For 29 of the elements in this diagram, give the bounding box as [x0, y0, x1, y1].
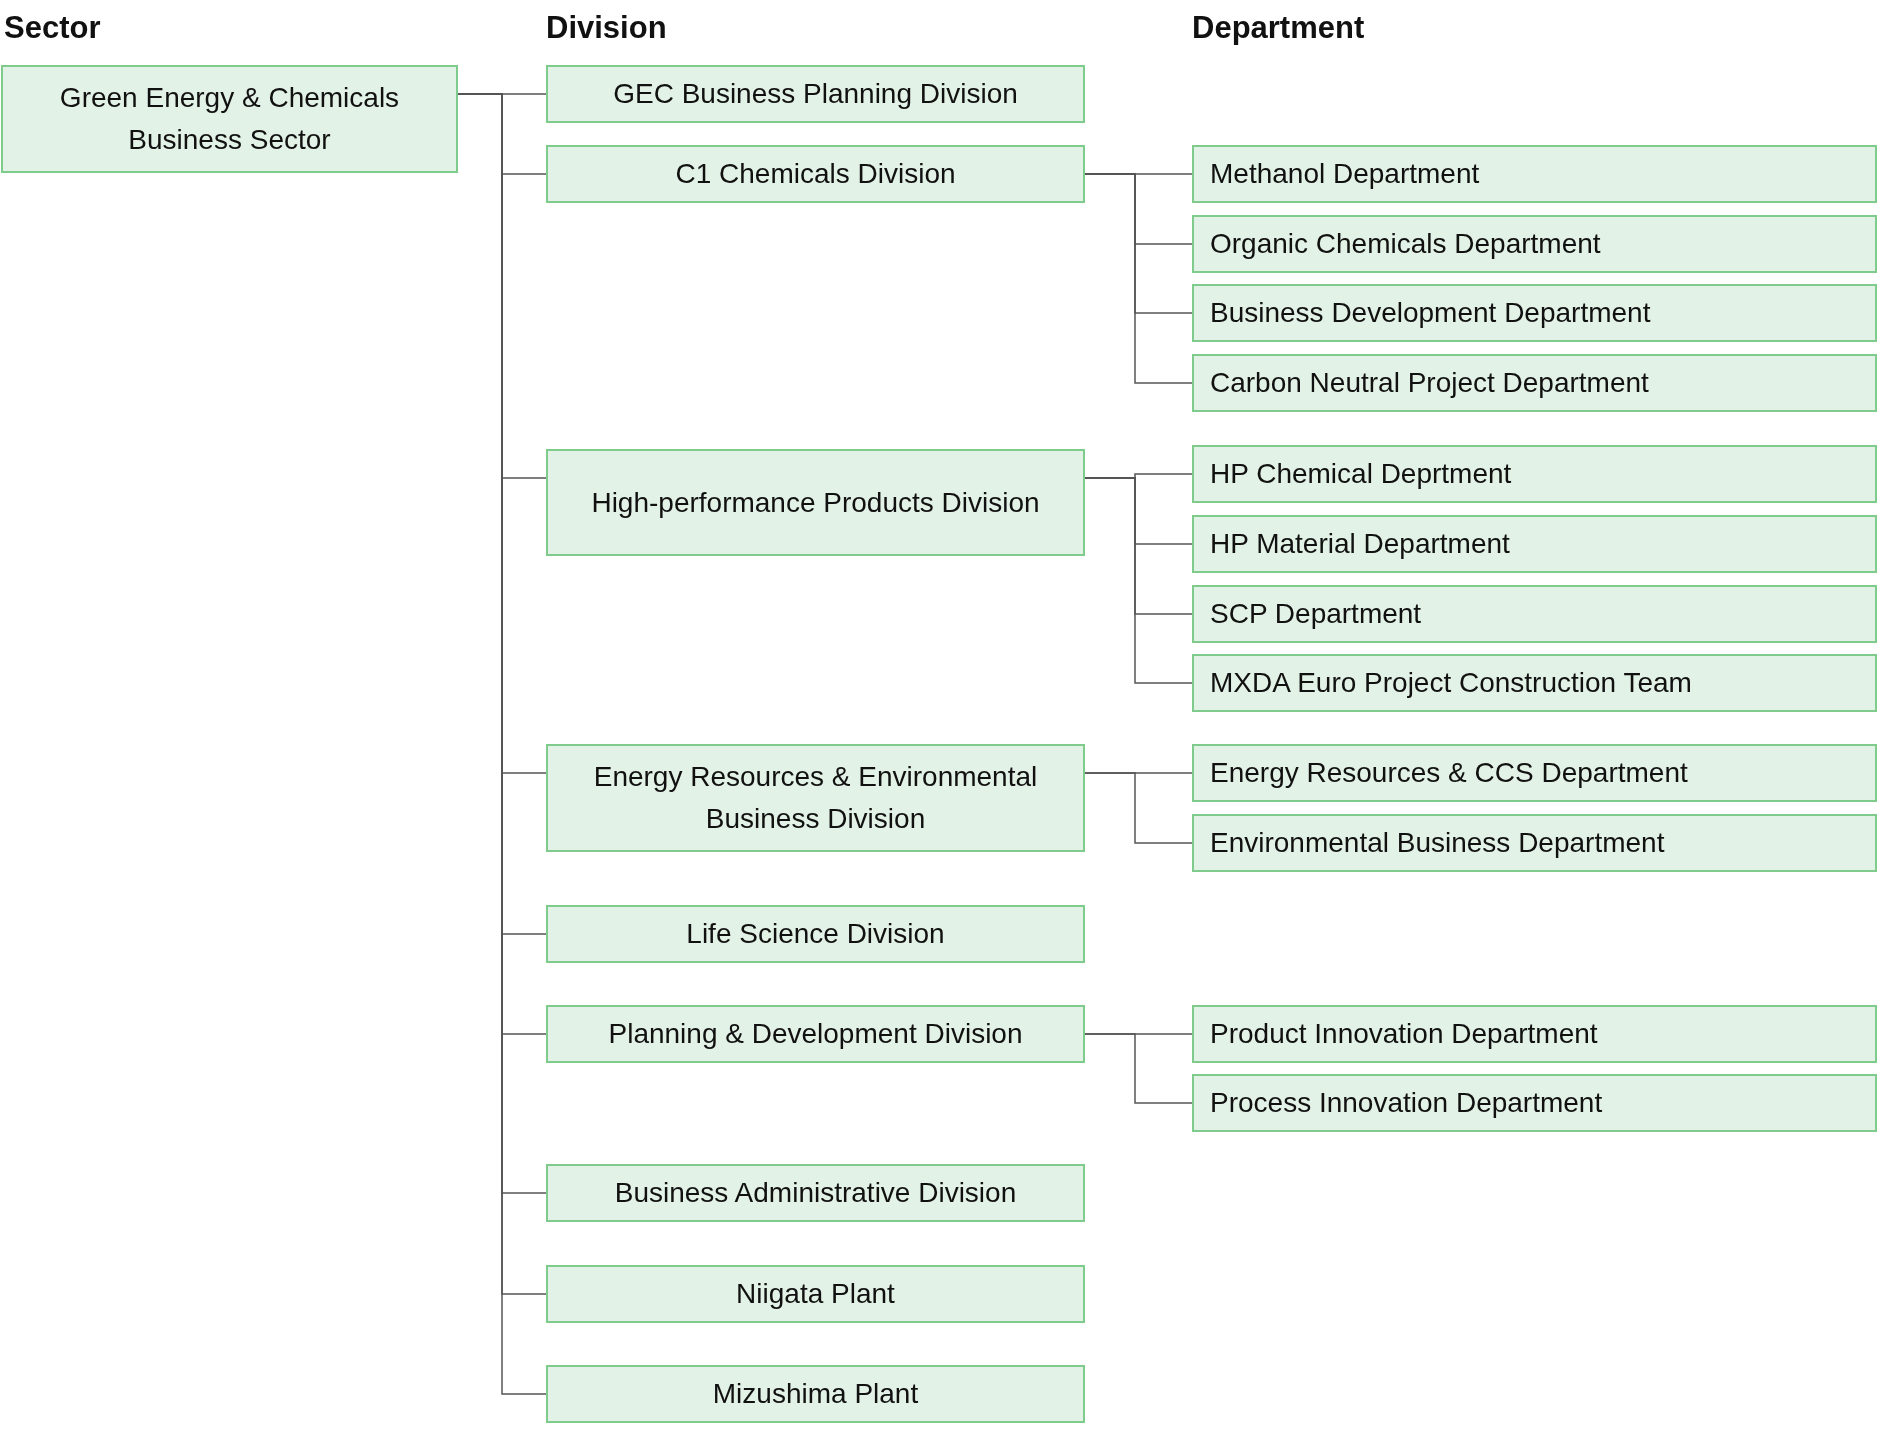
org-unit-box: Product Innovation Department: [1192, 1005, 1877, 1063]
org-unit-box: Organic Chemicals Department: [1192, 215, 1877, 273]
org-unit-box: GEC Business Planning Division: [546, 65, 1085, 123]
connector-line: [1084, 1033, 1193, 1104]
connector-line: [1084, 477, 1193, 684]
org-unit-box: Business Development Department: [1192, 284, 1877, 342]
org-unit-box: Energy Resources & Environmental Business Division: [546, 744, 1085, 852]
org-unit-box: Environmental Business Department: [1192, 814, 1877, 872]
org-unit-box: Business Administrative Division: [546, 1164, 1085, 1222]
connector-line: [1084, 173, 1193, 384]
org-unit-box: High-performance Products Division: [546, 449, 1085, 556]
org-unit-box: Energy Resources & CCS Department: [1192, 744, 1877, 802]
org-unit-box: HP Material Department: [1192, 515, 1877, 573]
column-heading: Department: [1192, 9, 1365, 47]
org-unit-box: Life Science Division: [546, 905, 1085, 963]
column-heading: Sector: [4, 9, 101, 47]
org-unit-box: Methanol Department: [1192, 145, 1877, 203]
org-unit-box: MXDA Euro Project Construction Team: [1192, 654, 1877, 712]
org-unit-box: Mizushima Plant: [546, 1365, 1085, 1423]
org-unit-box: Process Innovation Department: [1192, 1074, 1877, 1132]
org-unit-box: Planning & Development Division: [546, 1005, 1085, 1063]
org-unit-box: C1 Chemicals Division: [546, 145, 1085, 203]
org-unit-box: HP Chemical Deprtment: [1192, 445, 1877, 503]
org-unit-box: SCP Department: [1192, 585, 1877, 643]
org-unit-box: Green Energy & Chemicals Business Sector: [1, 65, 458, 173]
column-heading: Division: [546, 9, 667, 47]
connector-line: [1084, 772, 1193, 844]
org-unit-box: Carbon Neutral Project Department: [1192, 354, 1877, 412]
org-unit-box: Niigata Plant: [546, 1265, 1085, 1323]
